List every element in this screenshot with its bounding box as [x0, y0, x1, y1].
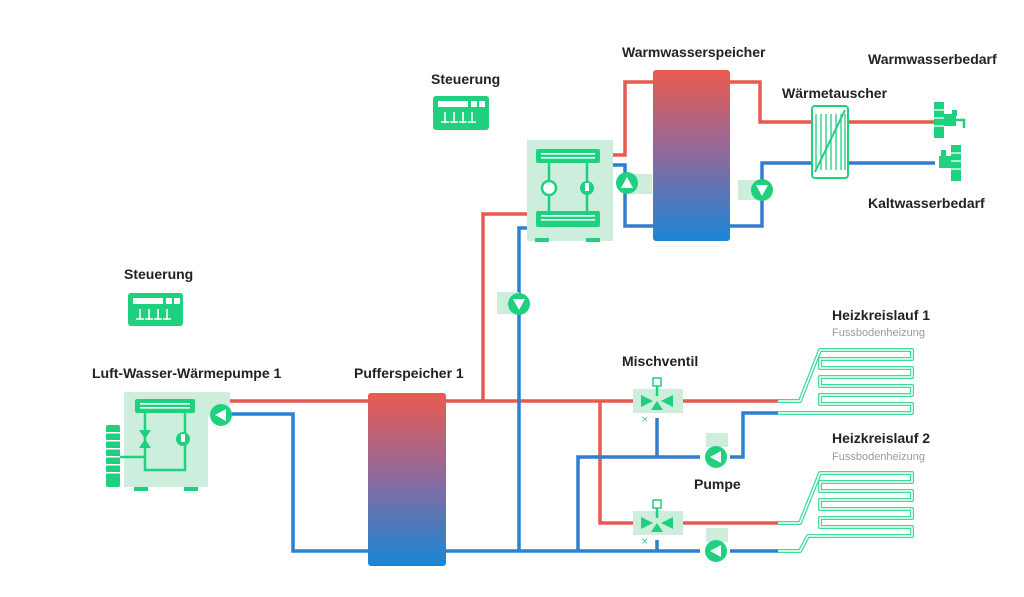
mixing-valve-2[interactable]: × [633, 499, 683, 547]
cold-pipe-station-tank [606, 163, 653, 228]
heatpump-pump[interactable] [210, 404, 232, 426]
label-dhw-tank: Warmwasserspeicher [622, 44, 766, 60]
label-mixing-valve: Mischventil [622, 353, 698, 369]
pump-circuit2[interactable] [705, 528, 728, 562]
label-heatpump: Luft-Wasser-Wärmepumpe 1 [92, 365, 282, 381]
pump-circuit1[interactable] [705, 433, 728, 468]
label-circuit1: Heizkreislauf 1 [832, 307, 930, 323]
label-circuit1-sub: Fussbodenheizung [832, 327, 925, 339]
label-circuit2: Heizkreislauf 2 [832, 430, 930, 446]
heat-exchanger[interactable] [811, 105, 849, 179]
label-buffer: Pufferspeicher 1 [354, 365, 464, 381]
cold-pipe-valve1-bypass [576, 455, 700, 551]
cold-pipe-heatpump-buffer [206, 412, 368, 553]
mixing-valve-1[interactable]: × [633, 377, 683, 425]
pump-dhw-return[interactable] [497, 292, 530, 315]
hot-pipe-station-tank [606, 80, 653, 157]
svg-text:×: × [641, 537, 649, 547]
label-hot-demand: Warmwasserbedarf [868, 51, 997, 67]
pump-dhw-charge[interactable] [616, 172, 652, 194]
underfloor-coil-2 [778, 471, 914, 553]
label-circuit2-sub: Fussbodenheizung [832, 451, 925, 463]
label-control-dhw: Steuerung [431, 71, 500, 87]
buffer-tank [368, 393, 446, 566]
underfloor-coil-1 [778, 348, 914, 415]
svg-text:×: × [641, 415, 649, 425]
control-unit-dhw[interactable] [433, 96, 489, 130]
hot-pipe-buffer-dhw [481, 212, 528, 401]
heatpump-unit[interactable] [106, 392, 230, 491]
hot-water-tap-icon[interactable] [934, 102, 966, 138]
label-pump: Pumpe [694, 476, 741, 492]
dhw-station[interactable] [527, 140, 613, 242]
cold-pipe-return-circuit1 [730, 411, 778, 459]
label-cold-demand: Kaltwasserbedarf [868, 195, 985, 211]
label-heat-exchanger: Wärmetauscher [782, 85, 888, 101]
pump-dhw-circulation[interactable] [738, 179, 773, 201]
control-unit-heatpump[interactable] [128, 293, 183, 326]
label-control-heatpump: Steuerung [124, 266, 193, 282]
dhw-tank [653, 70, 730, 241]
hot-pipe-to-circuit2 [598, 401, 640, 525]
cold-pipe-dhw-return [517, 226, 528, 551]
hot-pipe-tank-exchanger [730, 80, 812, 124]
cold-water-tap-icon[interactable] [939, 145, 961, 181]
